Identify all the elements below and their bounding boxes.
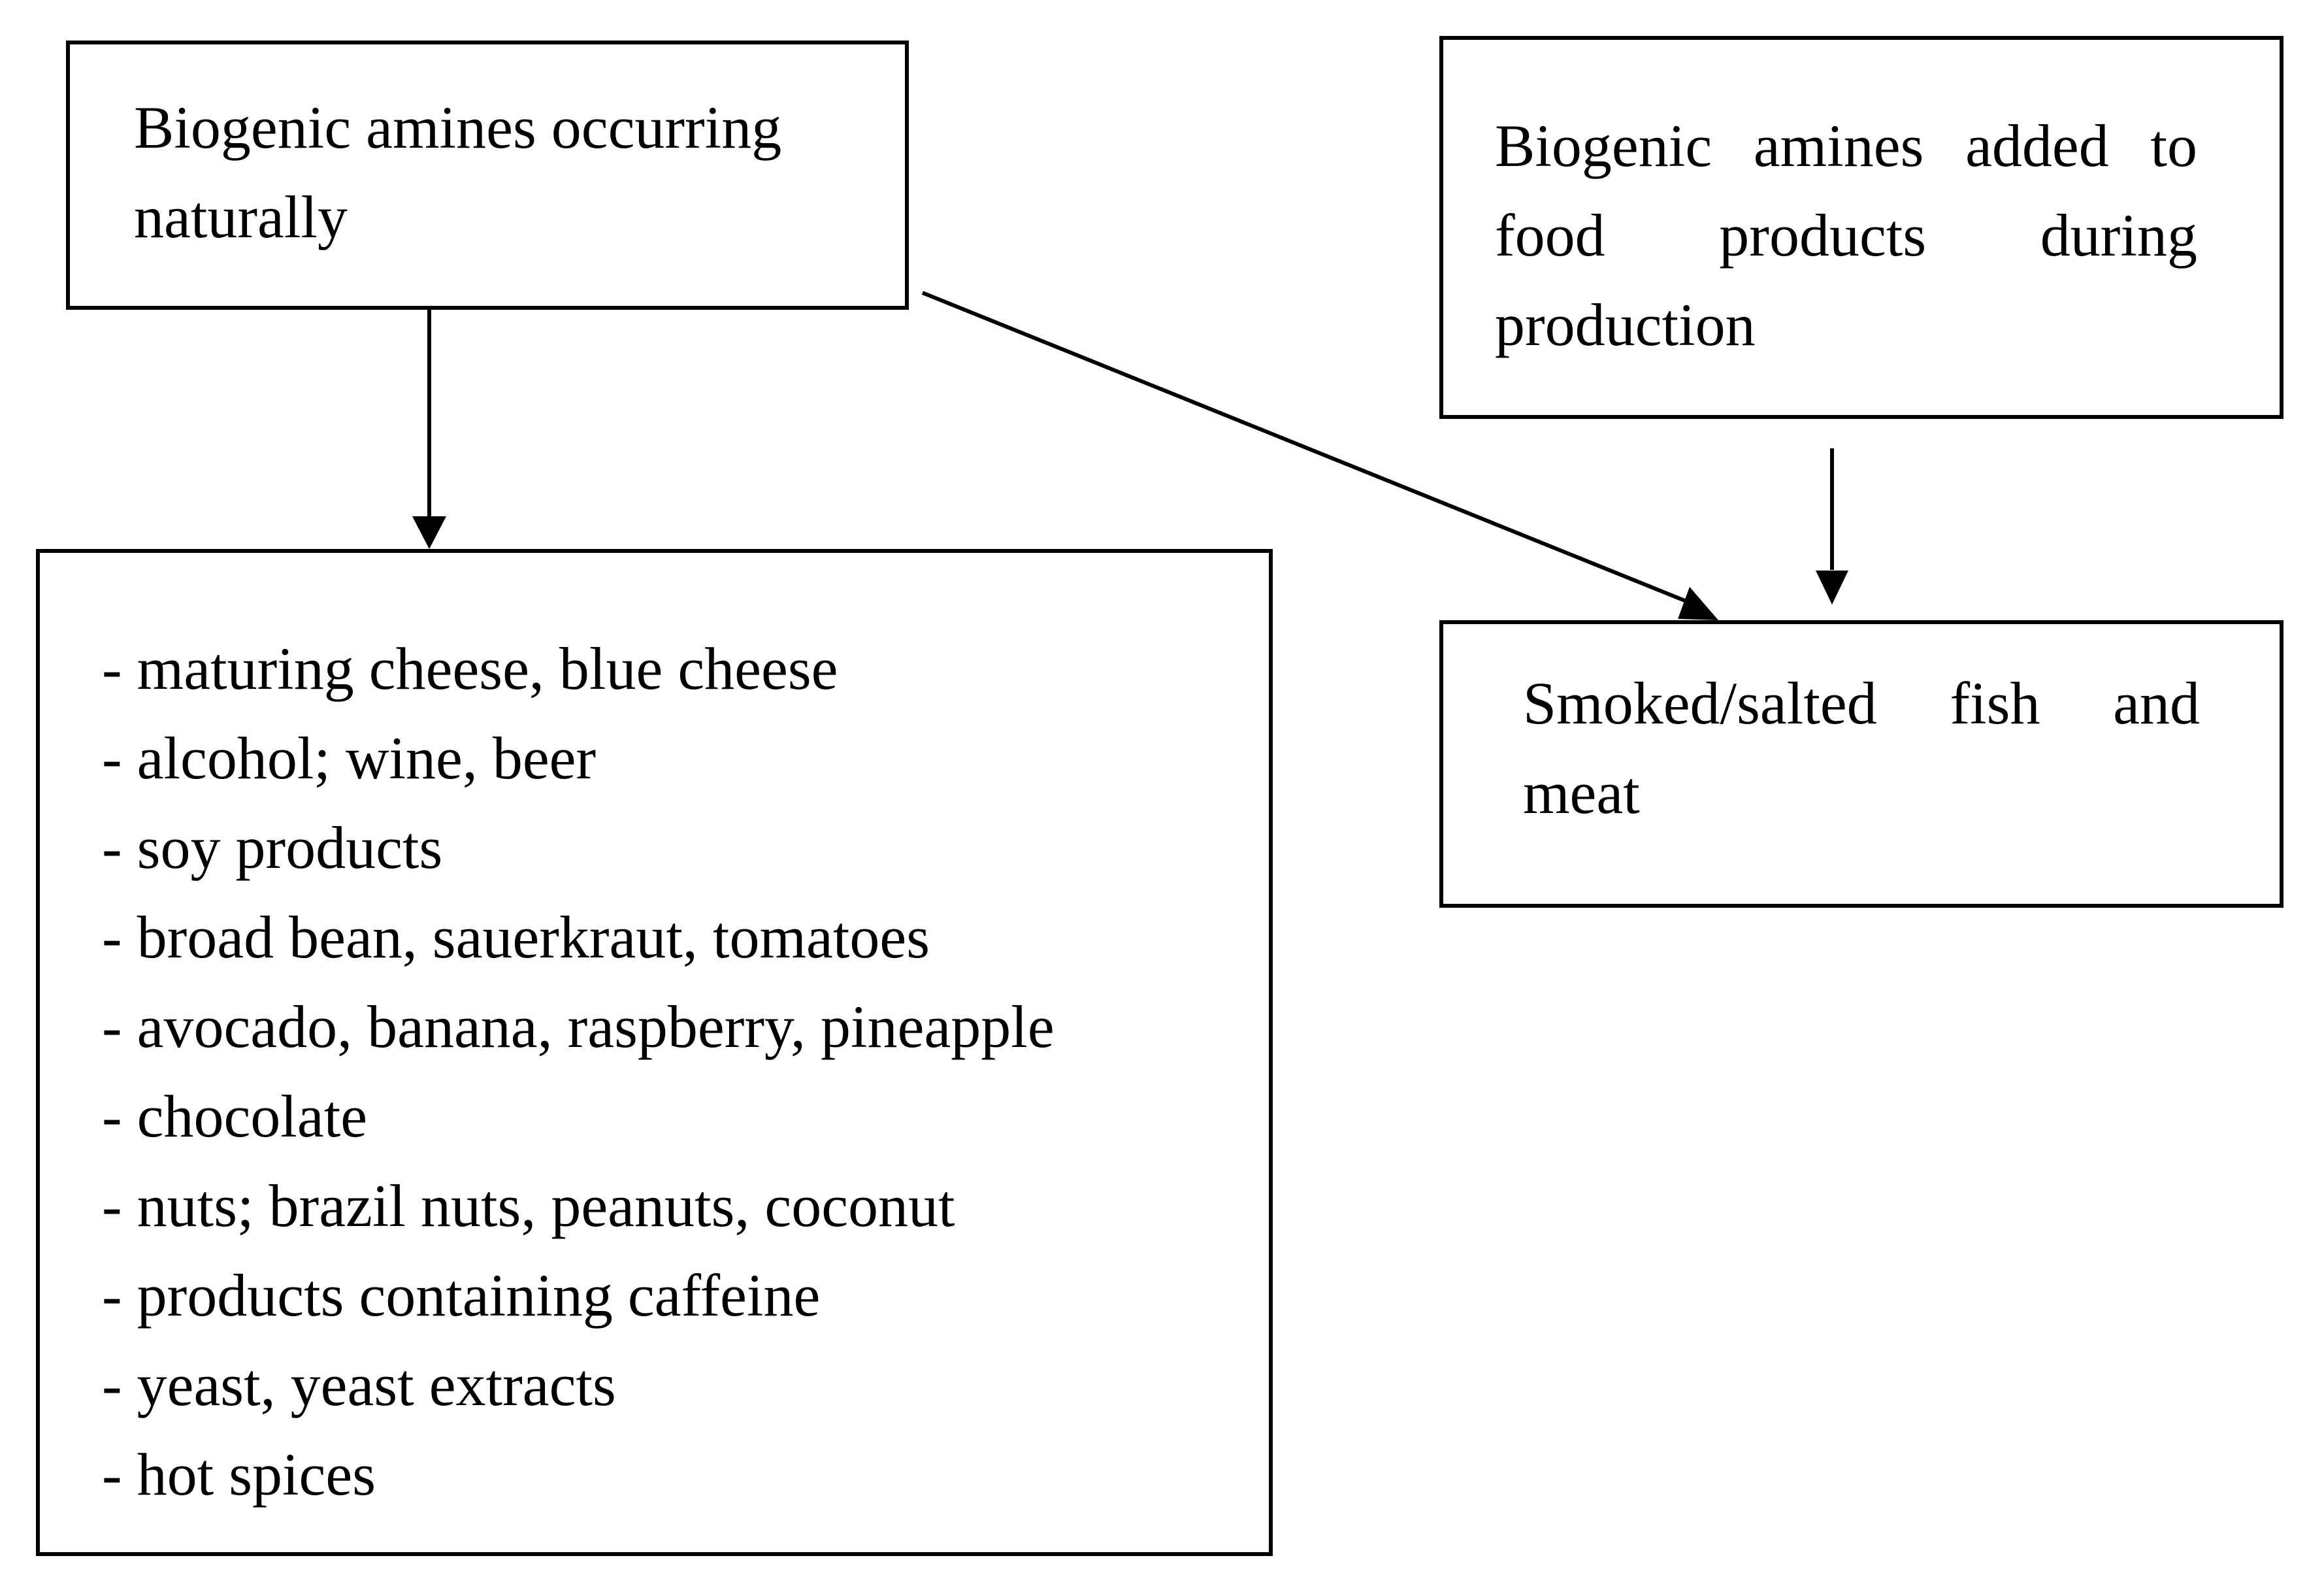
food-list-item: - maturing cheese, blue cheese: [102, 635, 838, 702]
arrowhead-list: [412, 516, 446, 549]
food-list-item: - soy products: [102, 814, 443, 881]
smoked-salted-label: Smoked/salted fish and meat: [1523, 670, 2200, 826]
food-list-item: - chocolate: [102, 1083, 368, 1150]
food-list-item: - avocado, banana, raspberry, pineapple: [102, 993, 1055, 1060]
arrowhead-fish-diagonal: [1678, 587, 1718, 620]
food-list-item: - broad bean, sauerkraut, tomatoes: [102, 904, 930, 970]
food-list-item: - nuts; brazil nuts, peanuts, coconut: [102, 1172, 955, 1239]
added-amines-label: Biogenic amines added to food products d…: [1495, 112, 2197, 358]
natural-foods-box: - maturing cheese, blue cheese - alcohol…: [36, 549, 1273, 1556]
added-amines-box: Biogenic amines added to food products d…: [1439, 36, 2283, 419]
natural-amines-box: Biogenic amines occurring naturally: [66, 41, 909, 310]
food-list: - maturing cheese, blue cheese - alcohol…: [102, 624, 1055, 1519]
food-list-item: - products containing caffeine: [102, 1262, 821, 1329]
arrowhead-fish-vertical: [1816, 571, 1848, 605]
natural-amines-label: Biogenic amines occurring naturally: [134, 94, 782, 250]
food-list-item: - hot spices: [102, 1441, 376, 1508]
food-list-item: - yeast, yeast extracts: [102, 1352, 616, 1418]
smoked-salted-box: Smoked/salted fish and meat: [1439, 620, 2283, 908]
food-list-item: - alcohol; wine, beer: [102, 725, 597, 791]
arrow-natural-to-fish: [921, 291, 1688, 603]
